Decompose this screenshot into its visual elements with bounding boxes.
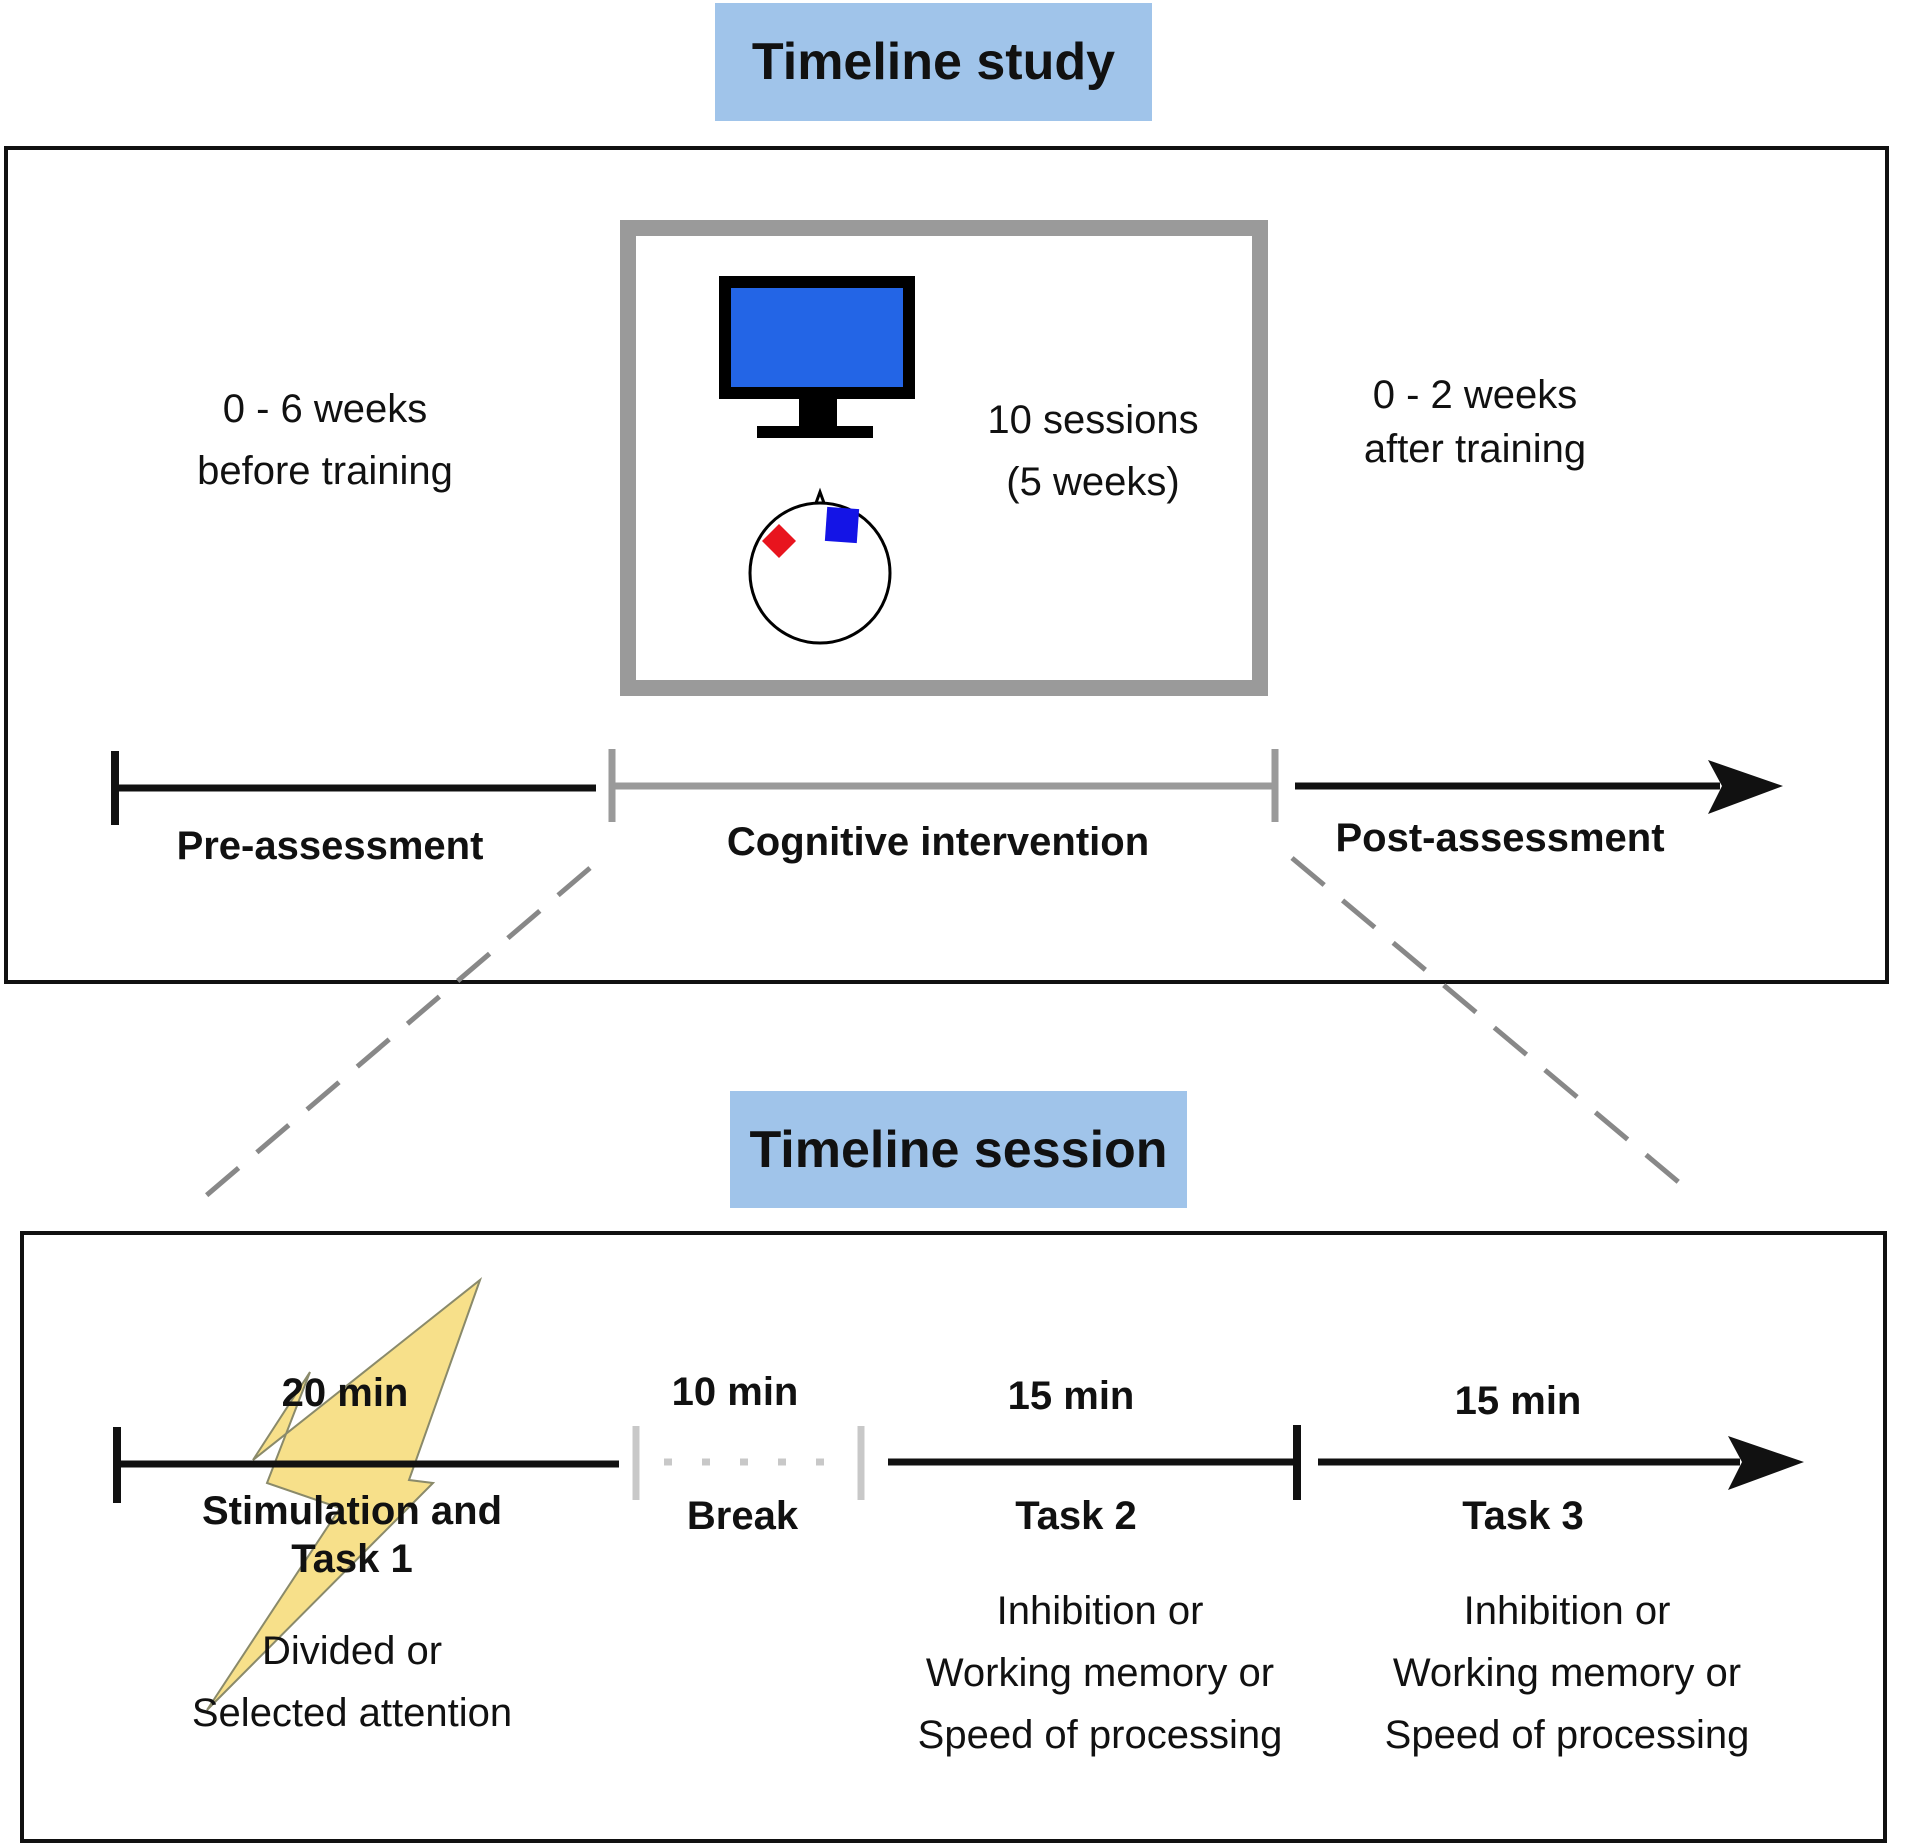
phase1-label-line1: Stimulation and (202, 1489, 502, 1533)
study-title: Timeline study (715, 3, 1152, 121)
phase4-desc-line1: Inhibition or (1463, 1589, 1671, 1633)
post-duration-line1: 0 - 2 weeks (1372, 373, 1578, 417)
pre-duration-line1: 0 - 6 weeks (222, 387, 428, 431)
session-arrowhead (1728, 1436, 1804, 1490)
post-duration-line2: after training (1363, 427, 1587, 471)
phase1-label-line2: Task 1 (291, 1537, 413, 1581)
zoom-line-right (1290, 856, 1690, 1192)
phase2-duration: 10 min (671, 1370, 799, 1414)
post-duration-text: 0 - 2 weeks after training (1310, 368, 1640, 476)
intervention-frame (620, 220, 1268, 696)
phase2-label: Break (686, 1494, 799, 1538)
phase4-label: Task 3 (1462, 1494, 1584, 1538)
phase1-desc-line2: Selected attention (191, 1691, 513, 1735)
study-panel (4, 146, 1889, 984)
electrode-blue (824, 506, 860, 544)
head-electrode-icon (748, 487, 892, 645)
cognitive-intervention-label: Cognitive intervention (726, 820, 1150, 864)
session-timeline (113, 1425, 1804, 1503)
pre-duration-line2: before training (197, 449, 453, 493)
phase4-desc-line2: Working memory or (1392, 1651, 1742, 1695)
phase3-duration: 15 min (1007, 1374, 1135, 1418)
phase4-desc-line3: Speed of processing (1384, 1713, 1750, 1757)
phase1-description: Divided or Selected attention (172, 1620, 532, 1744)
phase3-description: Inhibition or Working memory or Speed of… (895, 1580, 1305, 1766)
intervention-sessions-text: 10 sessions (5 weeks) (950, 389, 1236, 513)
post-assessment-label: Post-assessment (1335, 816, 1665, 860)
study-timeline (111, 749, 1783, 825)
intervention-sessions-line2: (5 weeks) (1006, 460, 1180, 504)
session-title: Timeline session (730, 1091, 1187, 1208)
zoom-line-left (192, 866, 592, 1208)
intervention-sessions-line1: 10 sessions (987, 398, 1199, 442)
phase3-label: Task 2 (1015, 1494, 1137, 1538)
phase3-desc-line1: Inhibition or (996, 1589, 1204, 1633)
study-arrowhead (1708, 760, 1783, 814)
phase1-label: Stimulation and Task 1 (172, 1487, 532, 1583)
monitor-icon (719, 276, 915, 438)
electrode-red (762, 524, 796, 558)
phase4-duration: 15 min (1454, 1379, 1582, 1423)
phase4-description: Inhibition or Working memory or Speed of… (1362, 1580, 1772, 1766)
pre-assessment-label: Pre-assessment (176, 824, 484, 868)
phase3-desc-line3: Speed of processing (917, 1713, 1283, 1757)
session-panel (20, 1231, 1887, 1843)
lightning-icon (206, 1277, 483, 1711)
phase3-desc-line2: Working memory or (925, 1651, 1275, 1695)
pre-duration-text: 0 - 6 weeks before training (160, 378, 490, 502)
phase1-duration: 20 min (281, 1371, 409, 1415)
phase1-desc-line1: Divided or (261, 1629, 443, 1673)
